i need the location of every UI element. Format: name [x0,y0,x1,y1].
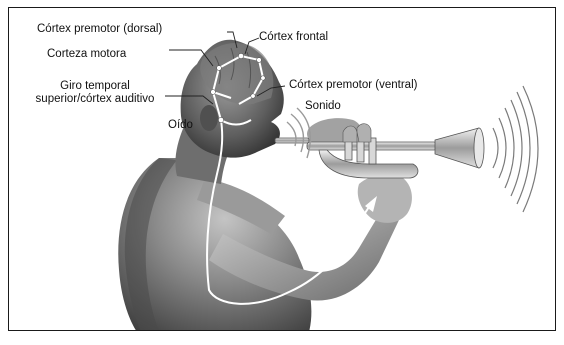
label-cortex-frontal: Córtex frontal [259,31,328,44]
trumpet [275,128,484,178]
label-giro-line1: Giro temporal [60,80,130,92]
label-corteza-motora: Corteza motora [47,48,126,61]
label-giro-line2: superior/córtex auditivo [36,93,155,105]
right-hand-shape [358,174,412,223]
sound-waves-near [287,108,310,158]
label-premotor-ventral: Córtex premotor (ventral) [289,79,417,92]
figure-frame: Córtex premotor (dorsal) Corteza motora … [8,7,556,331]
label-sonido: Sonido [305,100,341,113]
sound-waves-bell [493,86,538,212]
label-giro-temporal: Giro temporal superior/córtex auditivo [15,80,175,106]
label-oido: Oído [168,119,193,132]
ear-shape [200,105,218,131]
label-premotor-dorsal: Córtex premotor (dorsal) [37,23,162,36]
